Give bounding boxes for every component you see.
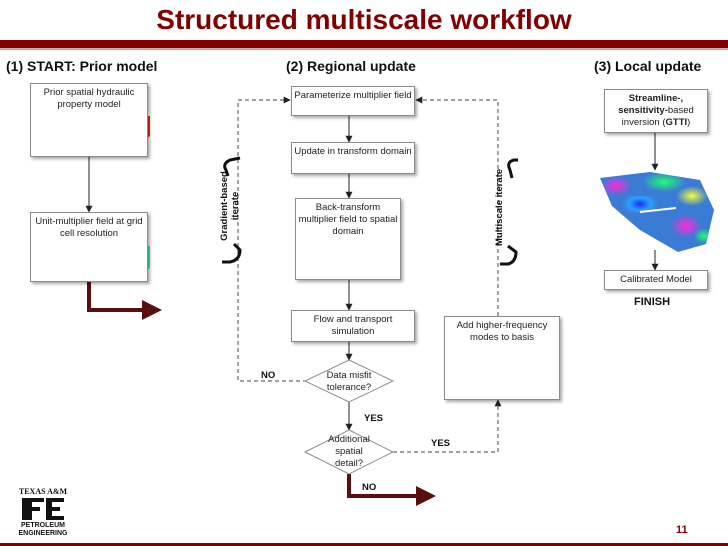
add-modes-box: Add higher-frequency modes to basis [444, 316, 560, 400]
transform-label: Update in transform domain [294, 146, 412, 157]
unit-multiplier-label: Unit-multiplier field at grid cell resol… [35, 216, 143, 239]
calibrated-model-label: Calibrated Model [620, 274, 692, 285]
header-start: (1) START: Prior model [6, 58, 158, 74]
decision-detail-label: Additional spatial detail? [328, 434, 370, 469]
multiscale-iterate-label: Multiscale iterate [494, 168, 505, 246]
texas-am-petroleum-logo: TEXAS A&M PETROLEUM ENGINEERING [14, 487, 72, 541]
gradient-iterate-arrow-bottom [222, 242, 242, 264]
add-modes-label: Add higher-frequency modes to basis [456, 320, 548, 343]
arrow-unit-to-regional [87, 282, 162, 320]
title-rule-accent [0, 48, 728, 50]
label-yes-misfit: YES [364, 413, 384, 424]
gtti-label-rest: based inversion ( [621, 105, 694, 128]
label-no-misfit: NO [261, 370, 276, 381]
gradient-iterate-label: Gradient-based iterate [219, 171, 241, 241]
header-local: (3) Local update [594, 58, 702, 74]
logo-pe-mark [22, 498, 64, 520]
prior-model-label: Prior spatial hydraulic property model [43, 87, 135, 110]
unit-multiplier-box: Unit-multiplier field at grid cell resol… [30, 212, 148, 282]
decision-misfit-diamond [303, 359, 395, 403]
back-transform-label: Back-transform multiplier field to spati… [298, 202, 398, 237]
decision-misfit-label: Data misfit tolerance? [326, 370, 372, 393]
calibrated-model-box: Calibrated Model [604, 270, 708, 290]
parameterize-label: Parameterize multiplier field [294, 90, 412, 101]
page-number: 11 [676, 524, 688, 536]
gtti-label-end: ) [687, 117, 691, 128]
finish-label: FINISH [634, 296, 671, 308]
logo-top-text: TEXAS A&M [18, 487, 68, 496]
logo-bottom-text-2: ENGINEERING [18, 530, 68, 537]
back-transform-box: Back-transform multiplier field to spati… [295, 198, 401, 280]
header-regional: (2) Regional update [286, 58, 416, 74]
slide-title: Structured multiscale workflow [156, 4, 572, 35]
gtti-label: Streamline-, sensitivity-based inversion… [609, 90, 703, 129]
gtti-box: Streamline-, sensitivity-based inversion… [604, 89, 708, 133]
footer-rule [0, 543, 728, 546]
arrow-finish-regional [347, 474, 436, 506]
flow-label: Flow and transport simulation [313, 314, 393, 337]
local-update-image [600, 172, 714, 252]
loop-detail-to-add [393, 399, 502, 453]
multiscale-iterate-arrow-top [507, 158, 518, 179]
multiscale-iterate-arrow-bottom [500, 244, 518, 266]
parameterize-box: Parameterize multiplier field [291, 86, 415, 116]
logo-bottom-text-1: PETROLEUM [21, 522, 65, 529]
flow-box: Flow and transport simulation [291, 310, 415, 342]
gtti-label-acronym: GTTI [665, 117, 688, 128]
prior-model-box: Prior spatial hydraulic property model [30, 83, 148, 157]
title-rule [0, 40, 728, 48]
label-no-detail: NO [362, 482, 377, 493]
gtti-label-bold: Streamline-, sensitivity- [618, 93, 684, 116]
loop-add-to-param [415, 96, 499, 316]
gradient-iterate-arrow-top [223, 156, 241, 177]
label-yes-detail: YES [431, 438, 451, 449]
transform-box: Update in transform domain [291, 142, 415, 174]
decision-detail-diamond [303, 429, 395, 475]
